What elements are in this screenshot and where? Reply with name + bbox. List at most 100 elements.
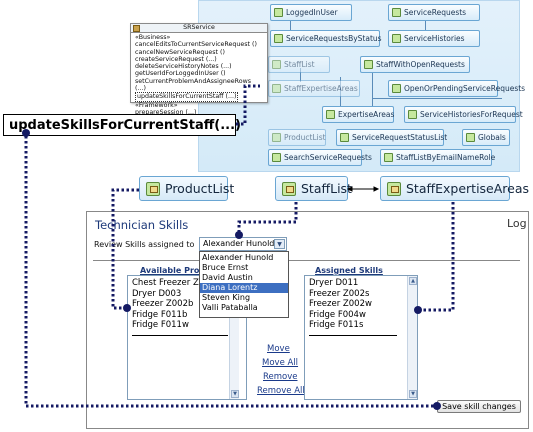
remove-link[interactable]: Remove — [263, 372, 298, 382]
dropdown-option-selected[interactable]: Diana Lorentz — [200, 283, 288, 293]
method-callout: updateSkillsForCurrentStaff(...) — [3, 114, 241, 136]
list-item[interactable]: Fridge F011s — [309, 320, 364, 330]
method-item: setCurrentProblemAndAssigneeRows (...) — [135, 77, 252, 93]
connector-dot — [433, 402, 441, 410]
staff-dropdown-menu[interactable]: Alexander Hunold Bruce Ernst David Austi… — [199, 251, 289, 318]
scroll-down-icon[interactable]: ▼ — [409, 390, 417, 398]
view-object-icon — [364, 60, 373, 69]
method-item: prepareSession (...) — [135, 108, 197, 116]
list-item[interactable]: Dryer D003 — [132, 288, 182, 299]
data-control-icon — [387, 181, 401, 196]
connector-dot — [414, 306, 422, 314]
page-title: Technician Skills — [95, 218, 189, 232]
remove-all-link[interactable]: Remove All — [257, 386, 305, 396]
view-object-icon — [274, 8, 283, 17]
method-item: cancelEditsToCurrentServiceRequest () — [135, 41, 257, 49]
view-object-icon — [272, 60, 281, 69]
connector-dot — [22, 129, 30, 137]
assigned-skills-list[interactable]: Dryer D011 Freezer Z002s Freezer Z002w F… — [304, 275, 418, 400]
node-expertise-areas[interactable]: ExpertiseAreas — [322, 106, 394, 123]
list-item[interactable]: Fridge F004w — [309, 309, 366, 320]
log-link[interactable]: Log — [507, 217, 527, 230]
connector-callout-to-save — [24, 136, 437, 408]
service-class-title: SRService — [183, 24, 215, 31]
diagram-link — [425, 18, 426, 37]
dropdown-option[interactable]: Alexander Hunold — [202, 253, 274, 262]
dropdown-option[interactable]: Bruce Ernst — [202, 263, 249, 272]
method-item-highlighted[interactable]: updateSkillsForCurrentStaff (...) — [135, 92, 239, 102]
node-search-service-requests[interactable]: SearchServiceRequests — [268, 149, 372, 166]
assigned-skills-header: Assigned Skills — [315, 266, 383, 275]
node-service-histories-for-request[interactable]: ServiceHistoriesForRequest — [404, 106, 523, 123]
scroll-down-icon[interactable]: ▼ — [231, 390, 239, 398]
tab-product-list[interactable]: ProductList — [139, 176, 234, 201]
node-product-list[interactable]: ProductList — [268, 129, 326, 146]
view-object-icon — [408, 110, 417, 119]
node-staff-list-by-email-name-role[interactable]: StaffListByEmailNameRole — [380, 149, 495, 166]
service-class-box[interactable]: SRService «Business» cancelEditsToCurren… — [130, 23, 268, 116]
diagram-link — [372, 68, 373, 113]
available-products-header: Available Prod — [140, 266, 206, 275]
diagram-link — [372, 98, 502, 99]
stereotype-business: «Business» — [135, 34, 171, 41]
view-object-icon — [340, 133, 349, 142]
move-all-link[interactable]: Move All — [262, 358, 299, 368]
connector-expertise-to-assigned — [418, 202, 455, 312]
node-staff-expertise-areas[interactable]: StaffExpertiseAreas — [268, 80, 360, 97]
diagram-link — [300, 68, 301, 82]
connector-dot — [123, 304, 131, 312]
node-staff-list[interactable]: StaffList — [268, 56, 330, 73]
list-item[interactable]: Freezer Z002b — [132, 299, 194, 309]
node-open-or-pending-service-requests[interactable]: OpenOrPendingServiceRequests — [388, 80, 525, 97]
dropdown-option[interactable]: David Austin — [202, 273, 253, 282]
method-item: getUserIdForLoggedInUser () — [135, 70, 226, 78]
list-item[interactable]: Fridge F011b — [132, 309, 188, 320]
view-object-icon — [272, 133, 281, 142]
view-object-icon — [392, 8, 401, 17]
connector-callout-to-method — [236, 84, 260, 126]
list-item[interactable]: Chest Freezer Z0 — [132, 278, 205, 288]
list-item[interactable]: Fridge F011w — [132, 320, 189, 330]
review-skills-label: Review Skills assigned to — [94, 240, 195, 249]
node-service-requests[interactable]: ServiceRequests — [388, 4, 480, 21]
view-object-icon — [326, 110, 335, 119]
dropdown-option[interactable]: Steven King — [202, 293, 251, 302]
available-products-list[interactable]: Chest Freezer Z0 Dryer D003 Freezer Z002… — [127, 275, 247, 400]
move-link[interactable]: Move — [267, 344, 290, 354]
data-control-icon — [282, 181, 296, 196]
staff-select[interactable]: Alexander Hunold▼ — [199, 237, 287, 251]
node-staff-with-open-requests[interactable]: StaffWithOpenRequests — [360, 56, 470, 73]
tab-staff-list[interactable]: StaffList — [275, 176, 352, 201]
connector-dot — [235, 231, 243, 239]
view-object-icon — [392, 84, 401, 93]
node-service-request-status-list[interactable]: ServiceRequestStatusList — [336, 129, 447, 146]
diagram-link — [290, 18, 291, 37]
method-item: cancelNewServiceRequest () — [135, 48, 225, 56]
stereotype-framework: «Framework» — [135, 101, 178, 109]
view-object-icon — [272, 84, 281, 93]
data-control-icon — [146, 181, 160, 196]
list-separator — [309, 334, 397, 336]
node-service-requests-by-status[interactable]: ServiceRequestsByStatus — [270, 30, 382, 47]
chevron-down-icon[interactable]: ▼ — [274, 239, 285, 249]
scroll-up-icon[interactable]: ▲ — [409, 277, 417, 285]
method-item: createServiceRequest (...) — [135, 55, 217, 63]
dropdown-option[interactable]: Valli Pataballa — [202, 303, 258, 312]
node-service-histories[interactable]: ServiceHistories — [388, 30, 480, 47]
list-item[interactable]: Freezer Z002s — [309, 288, 370, 299]
view-object-icon — [392, 34, 401, 43]
list-separator — [132, 334, 228, 336]
assigned-scrollbar[interactable]: ▲ ▼ — [407, 276, 417, 399]
connector-productlist-to-available — [111, 188, 139, 310]
divider — [93, 260, 520, 261]
view-object-icon — [384, 153, 393, 162]
list-item[interactable]: Dryer D011 — [309, 278, 359, 288]
node-logged-in-user[interactable]: LoggedInUser — [270, 4, 352, 21]
list-item[interactable]: Freezer Z002w — [309, 299, 372, 309]
class-icon — [133, 25, 140, 32]
view-object-icon — [272, 153, 281, 162]
tab-staff-expertise-areas[interactable]: StaffExpertiseAreas — [380, 176, 529, 201]
node-globals[interactable]: Globals — [462, 129, 510, 146]
connector-stafflist-to-select — [237, 202, 298, 236]
